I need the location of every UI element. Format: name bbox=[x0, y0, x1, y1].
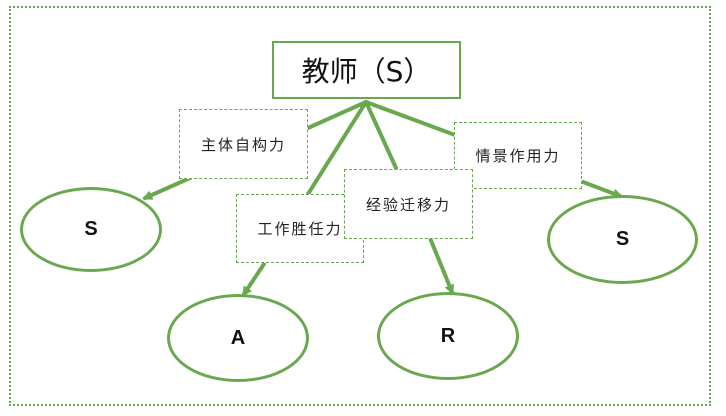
root-node-teacher: 教师（S） bbox=[272, 41, 461, 99]
root-label: 教师（S） bbox=[301, 55, 432, 88]
edge-arrow-situational bbox=[581, 180, 623, 199]
edge-arrow-self-construct bbox=[142, 176, 192, 200]
edge-label-self-construct: 主体自构力 bbox=[179, 109, 308, 179]
edge-label-transfer: 经验迁移力 bbox=[344, 169, 473, 239]
node-s-right: S bbox=[547, 195, 698, 284]
edge-arrow-transfer bbox=[428, 236, 454, 295]
edge-label-situational: 情景作用力 bbox=[454, 122, 582, 189]
edge-arrow-competence bbox=[242, 262, 266, 297]
node-s-left: S bbox=[20, 187, 162, 272]
edge-line-situational bbox=[364, 100, 457, 137]
diagram-frame bbox=[9, 6, 711, 406]
node-a: A bbox=[167, 294, 309, 382]
edge-line-self-construct bbox=[306, 100, 368, 130]
edge-line-competence bbox=[306, 100, 368, 196]
node-r: R bbox=[377, 292, 519, 380]
edge-label-competence: 工作胜任力 bbox=[236, 194, 364, 263]
edge-line-transfer bbox=[364, 100, 398, 170]
